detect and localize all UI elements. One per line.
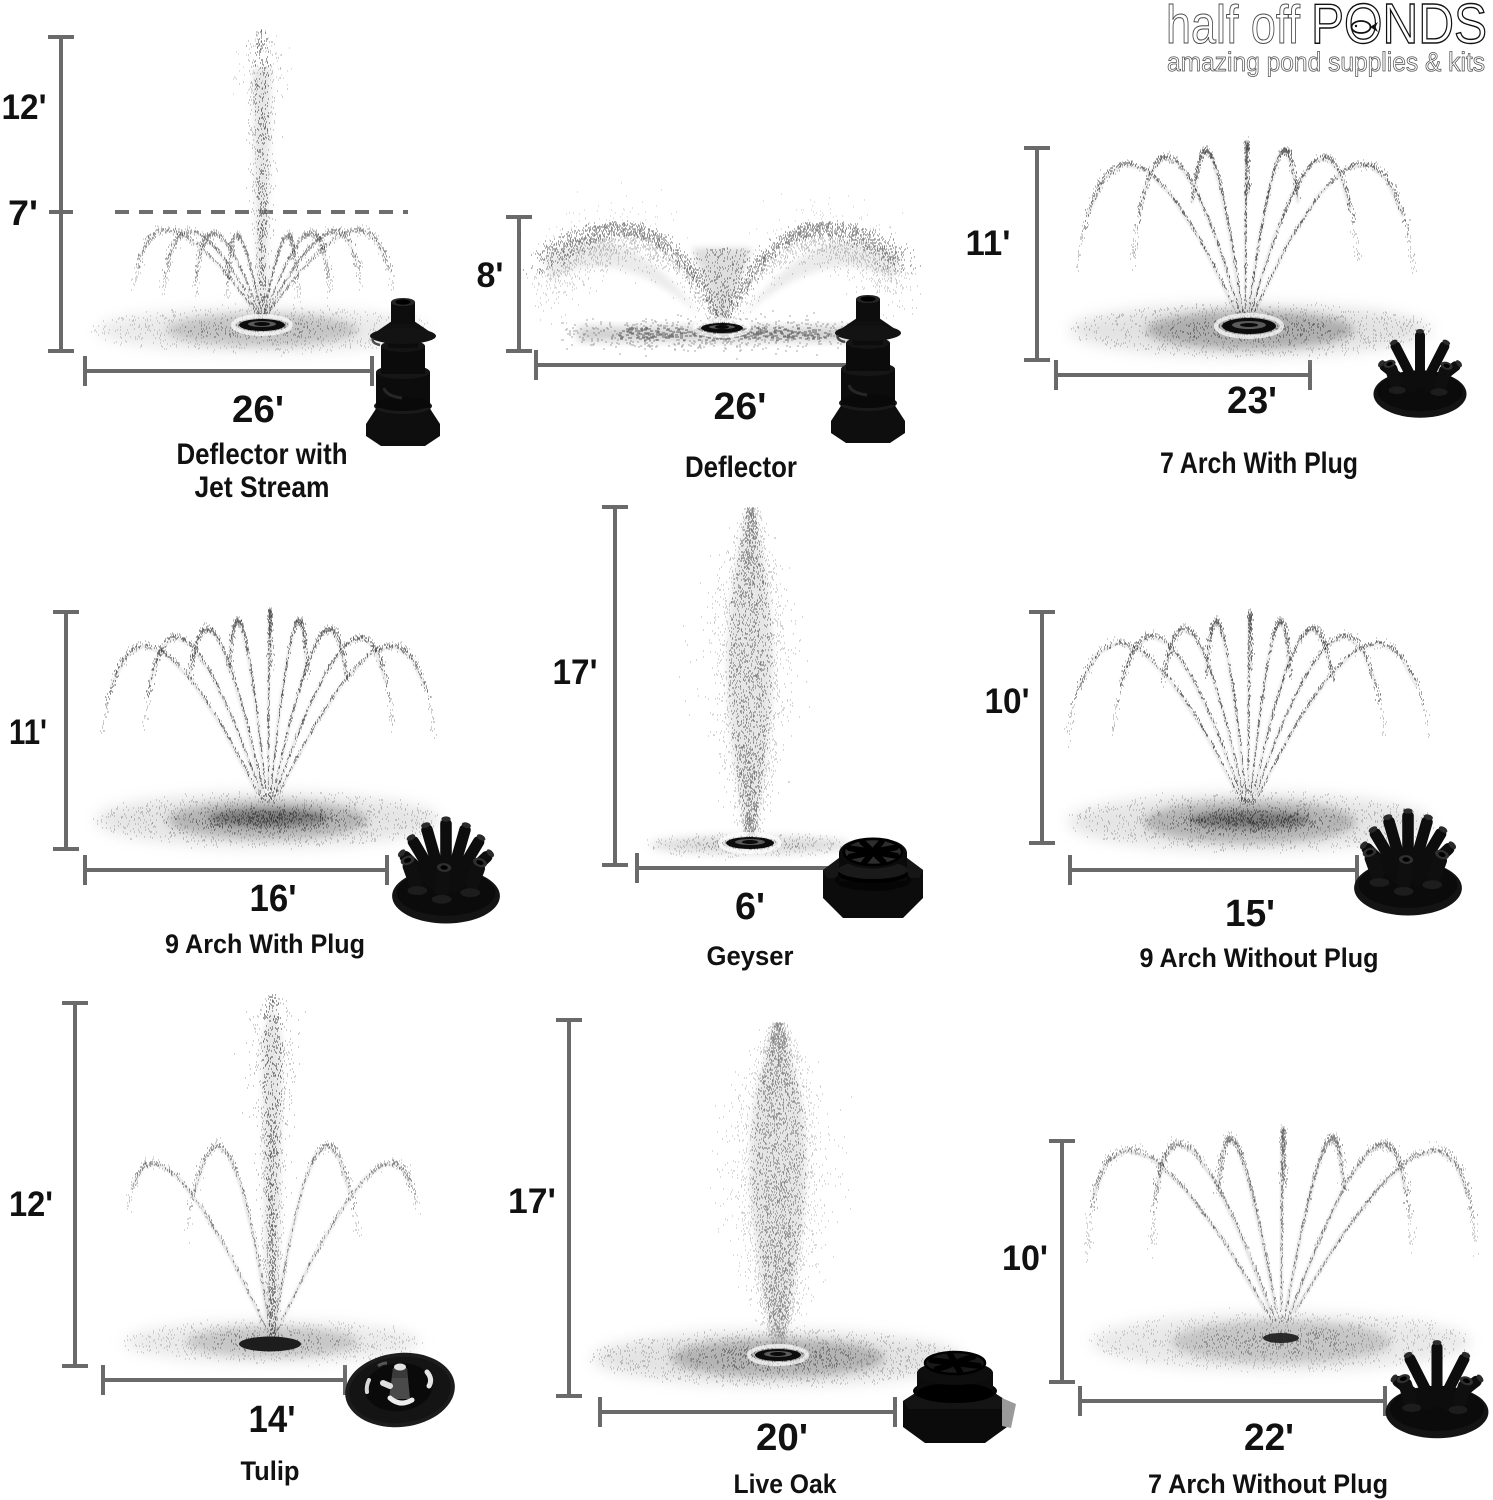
svg-text:9 Arch Without Plug: 9 Arch Without Plug [1140, 943, 1379, 973]
svg-text:Deflector: Deflector [685, 451, 797, 484]
svg-text:20': 20' [756, 1417, 808, 1459]
svg-text:17': 17' [508, 1182, 556, 1221]
svg-text:10': 10' [1002, 1239, 1048, 1278]
svg-text:26': 26' [714, 386, 767, 428]
svg-text:Geyser: Geyser [707, 941, 794, 971]
svg-text:11': 11' [966, 224, 1011, 263]
svg-text:half off: half off [1166, 0, 1301, 55]
svg-text:16': 16' [250, 878, 297, 920]
svg-text:22': 22' [1244, 1417, 1294, 1459]
svg-text:amazing pond supplies & kits: amazing pond supplies & kits [1167, 47, 1485, 77]
svg-text:7': 7' [8, 194, 38, 233]
svg-text:PONDS: PONDS [1311, 0, 1487, 56]
svg-text:23': 23' [1227, 380, 1277, 422]
svg-text:9 Arch With Plug: 9 Arch With Plug [165, 929, 365, 959]
svg-text:Deflector with: Deflector with [177, 438, 348, 471]
svg-text:8': 8' [477, 256, 504, 295]
svg-text:7 Arch Without Plug: 7 Arch Without Plug [1148, 1469, 1388, 1499]
svg-text:26': 26' [232, 389, 284, 431]
svg-text:7 Arch With Plug: 7 Arch With Plug [1160, 447, 1358, 480]
svg-text:6': 6' [735, 886, 765, 928]
svg-text:14': 14' [249, 1399, 296, 1441]
svg-text:Live Oak: Live Oak [734, 1469, 838, 1499]
svg-text:Tulip: Tulip [241, 1456, 300, 1486]
svg-text:11': 11' [9, 713, 47, 752]
svg-text:10': 10' [985, 682, 1030, 721]
svg-text:Jet Stream: Jet Stream [195, 471, 330, 504]
svg-text:15': 15' [1225, 893, 1275, 935]
svg-text:12': 12' [9, 1185, 53, 1224]
svg-text:17': 17' [553, 653, 598, 692]
svg-text:12': 12' [2, 88, 47, 127]
